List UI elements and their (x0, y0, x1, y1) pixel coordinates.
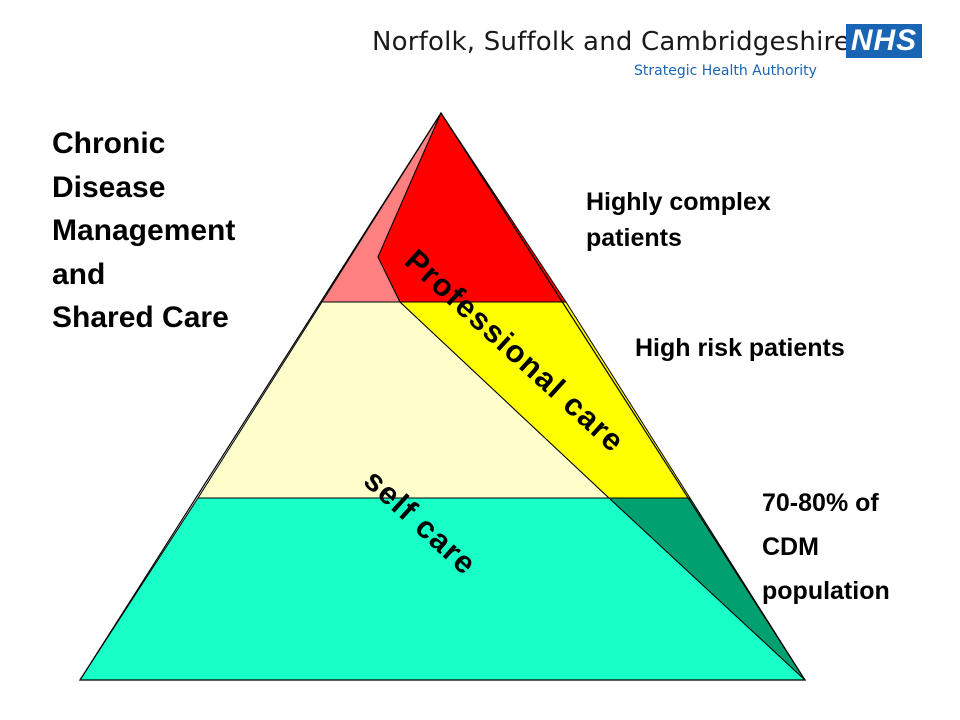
high-risk-label: High risk patients (635, 330, 845, 366)
title-line: Chronic (52, 127, 166, 160)
label-line: patients (586, 224, 682, 252)
nhs-logo: NHS (846, 24, 922, 58)
bottom-band-professional (607, 497, 806, 681)
organisation-subtitle: Strategic Health Authority (634, 63, 817, 79)
organisation-name: Norfolk, Suffolk and Cambridgeshire (372, 27, 851, 57)
title-line: Disease (52, 170, 166, 204)
title-line: Management (52, 214, 236, 247)
label-line: population (762, 577, 890, 605)
pyramid-outline (78, 111, 807, 681)
label-line: CDM (762, 533, 819, 561)
label-line: 70-80% of (762, 489, 879, 517)
title-line: and (52, 257, 106, 291)
cdm-population-label: 70-80% of CDM population (762, 481, 952, 613)
label-line: High risk patients (635, 334, 845, 362)
label-line: Highly complex (586, 188, 771, 216)
title-line: Shared Care (52, 301, 229, 334)
slide-title: Chronic Disease Management and Shared Ca… (52, 122, 292, 340)
highly-complex-label: Highly complex patients (586, 184, 846, 256)
